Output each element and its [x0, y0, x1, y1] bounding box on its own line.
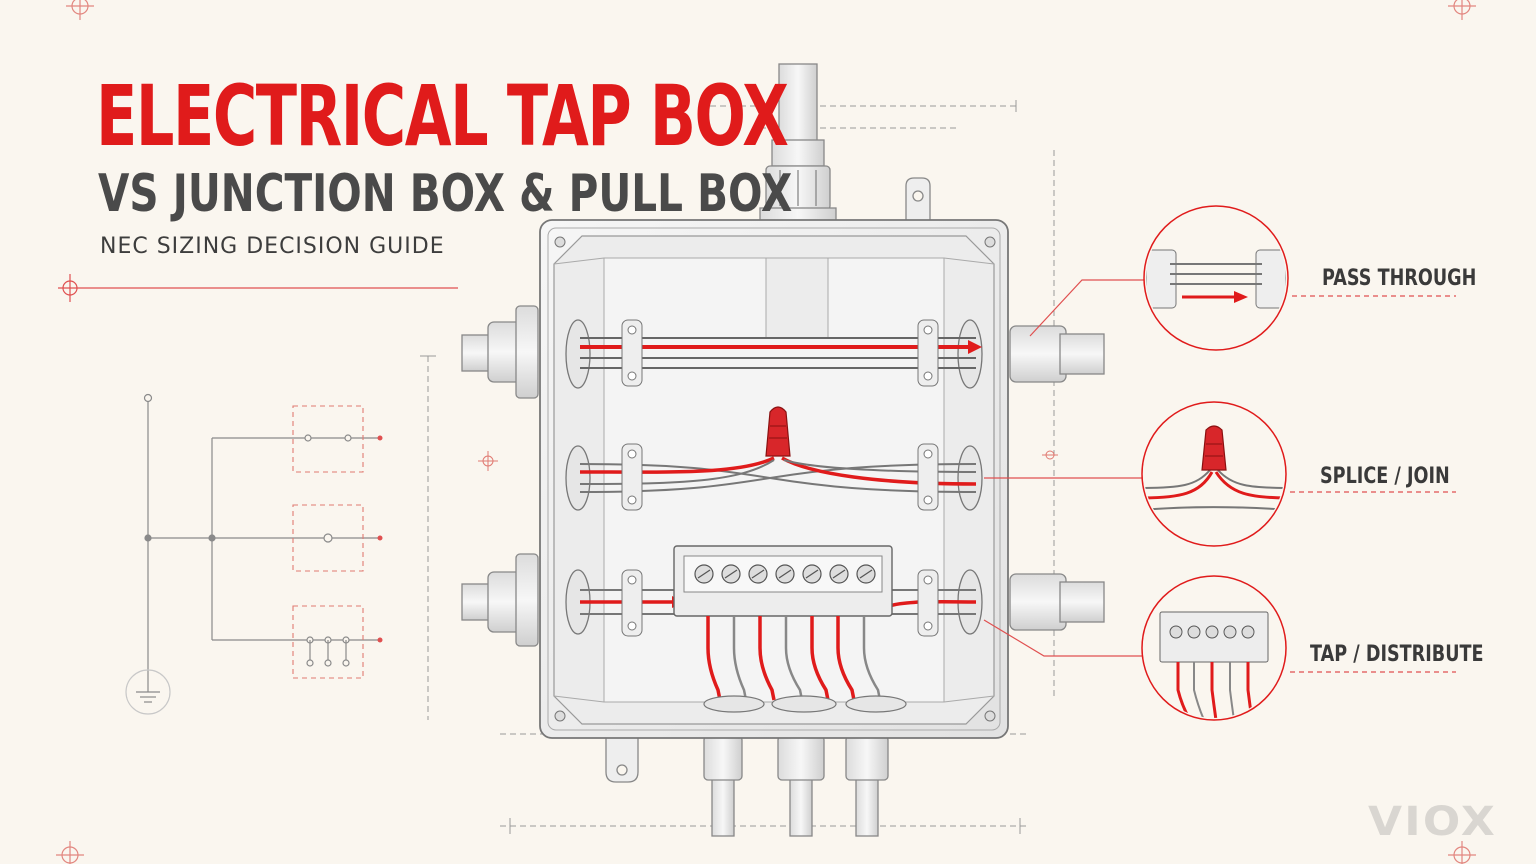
callout-label-splice: SPLICE / JOIN: [1320, 464, 1450, 489]
brand-logo: VIOX: [1368, 799, 1497, 845]
callout-label-pass-through: PASS THROUGH: [1322, 266, 1477, 291]
schematic-frames: [292, 405, 364, 679]
mounting-tab-bottom: [605, 735, 639, 783]
conduit-bottom: [703, 735, 889, 837]
schematic-diagram: [125, 393, 380, 715]
page-subtitle: VS JUNCTION BOX & PULL BOX: [98, 164, 793, 224]
wire-nut-icon: [1201, 425, 1227, 471]
schematic-terminals: [377, 435, 383, 643]
guide-label: NEC SIZING DECISION GUIDE: [100, 234, 445, 259]
terminal-block-icon: [673, 545, 893, 617]
conduit-top: [759, 63, 837, 223]
small-crosshairs: [478, 450, 1058, 471]
crosshair-icon: [66, 0, 94, 20]
mounting-tab-top: [905, 177, 931, 223]
knockout-fittings: [703, 695, 907, 713]
callout-detail-pass-through: [1143, 205, 1289, 351]
title-underline: [58, 274, 458, 302]
arrow-icon: [968, 340, 982, 354]
tap-wires: [706, 616, 882, 701]
row-pass-through: [565, 319, 983, 389]
callout-leaders: [983, 279, 1456, 673]
callout-label-tap: TAP / DISTRIBUTE: [1310, 642, 1484, 667]
crosshair-icon: [1448, 0, 1476, 20]
callout-detail-tap: [1141, 575, 1287, 721]
page-title: ELECTRICAL TAP BOX: [96, 67, 789, 165]
conduit-right: [1009, 325, 1105, 631]
callout-detail-splice: [1141, 401, 1287, 547]
row-splice: [565, 406, 983, 511]
row-tap: [565, 545, 983, 713]
crosshair-icon: [56, 841, 84, 864]
arrow-icon: [1234, 291, 1248, 303]
conduit-left: [461, 305, 539, 647]
corner-crosshairs: [56, 0, 1476, 864]
crosshair-icon: [1448, 841, 1476, 864]
wire-nut-icon: [765, 406, 791, 457]
ground-icon: [125, 669, 171, 715]
